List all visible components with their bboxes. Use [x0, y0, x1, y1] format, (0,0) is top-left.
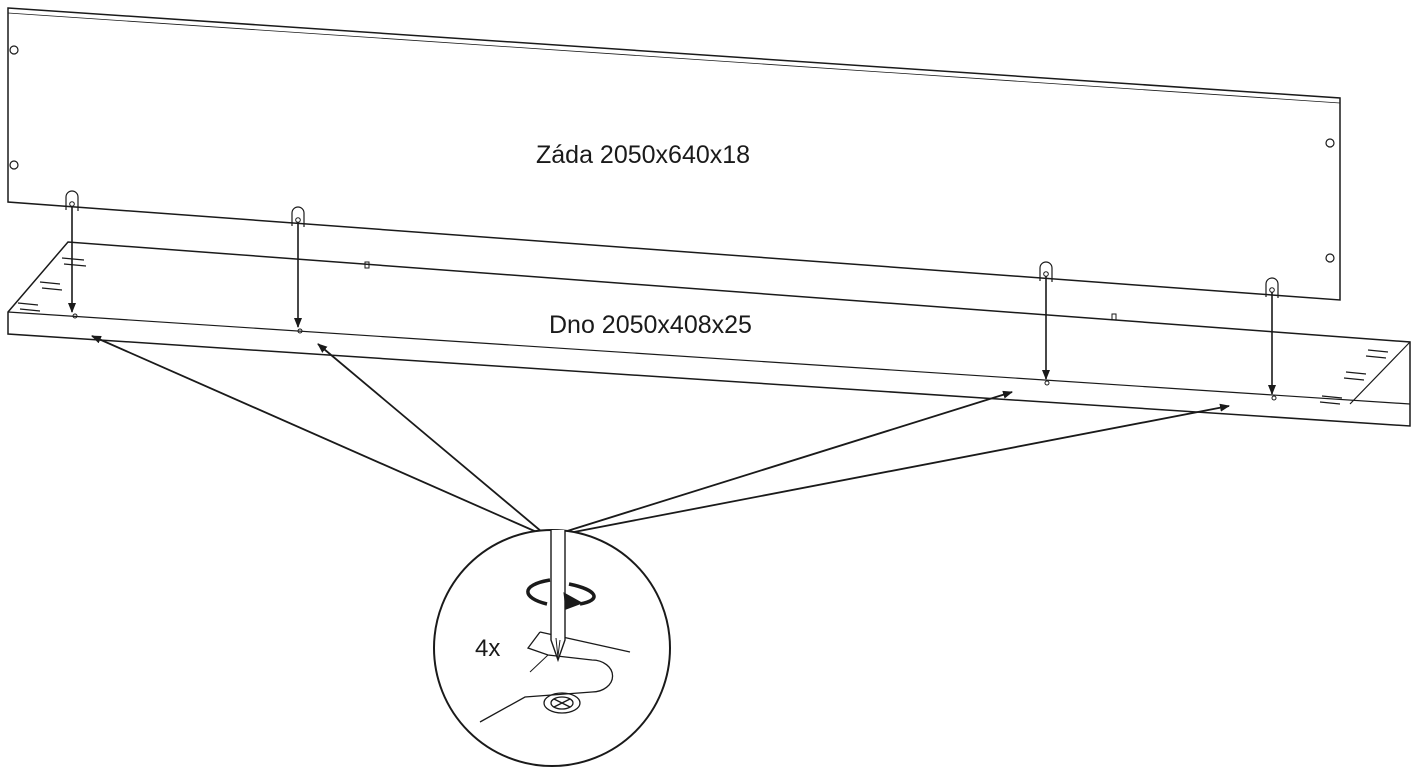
back-panel	[7, 7, 1341, 301]
rotation-arrow-icon	[526, 578, 596, 610]
pointer-arrow	[317, 343, 549, 538]
pointer-arrow	[547, 390, 1013, 538]
bottom-panel	[7, 241, 1411, 427]
pointer-arrows	[91, 335, 1230, 538]
bottom-panel-label: Dno 2050x408x25	[549, 311, 752, 339]
fitting-arrows	[68, 206, 1276, 395]
pointer-arrow	[547, 403, 1230, 538]
detail-circle: 4x	[433, 529, 671, 767]
quantity-label: 4x	[475, 635, 500, 662]
pointer-arrow	[91, 335, 549, 538]
screwdriver-icon	[550, 530, 566, 663]
back-panel-label: Záda 2050x640x18	[536, 141, 750, 169]
cross-screw-head-icon	[479, 631, 631, 723]
